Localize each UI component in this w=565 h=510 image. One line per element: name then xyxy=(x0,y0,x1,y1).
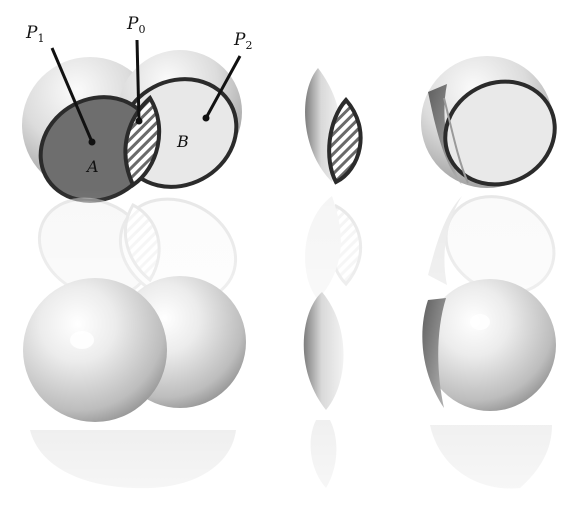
leader-line-p0 xyxy=(135,39,141,122)
lens-hatched-face xyxy=(327,96,363,185)
difference-sphere-body xyxy=(424,279,556,411)
point-p2 xyxy=(202,114,210,122)
bitten-sphere-face xyxy=(443,79,557,187)
label-p2-text: P2 xyxy=(233,30,252,52)
leader-line-p1 xyxy=(50,47,94,143)
label-p1-text: P1 xyxy=(25,23,44,45)
label-p0-text: P0 xyxy=(126,14,145,36)
intersection-lens-solid xyxy=(303,292,344,410)
region-b-label: B xyxy=(176,132,189,151)
leader-line-p2 xyxy=(204,55,242,119)
face-intersection-p0 xyxy=(123,94,162,188)
label-p2: P2 xyxy=(202,30,252,122)
point-p1 xyxy=(88,138,96,146)
point-p0 xyxy=(135,117,143,125)
region-a-label: A xyxy=(85,157,99,176)
label-p0: P0 xyxy=(126,14,145,125)
union-sphere-a xyxy=(23,278,167,422)
top-middle-lens xyxy=(305,68,363,185)
label-p1: P1 xyxy=(25,23,96,146)
bottom-middle-lens xyxy=(303,292,344,410)
bottom-left-union-spheres xyxy=(23,276,246,422)
top-left-cut-spheres xyxy=(22,50,242,203)
top-right-bitten-sphere xyxy=(421,56,557,188)
bottom-right-difference-sphere xyxy=(422,279,556,411)
difference-sphere-cavity xyxy=(422,298,446,408)
